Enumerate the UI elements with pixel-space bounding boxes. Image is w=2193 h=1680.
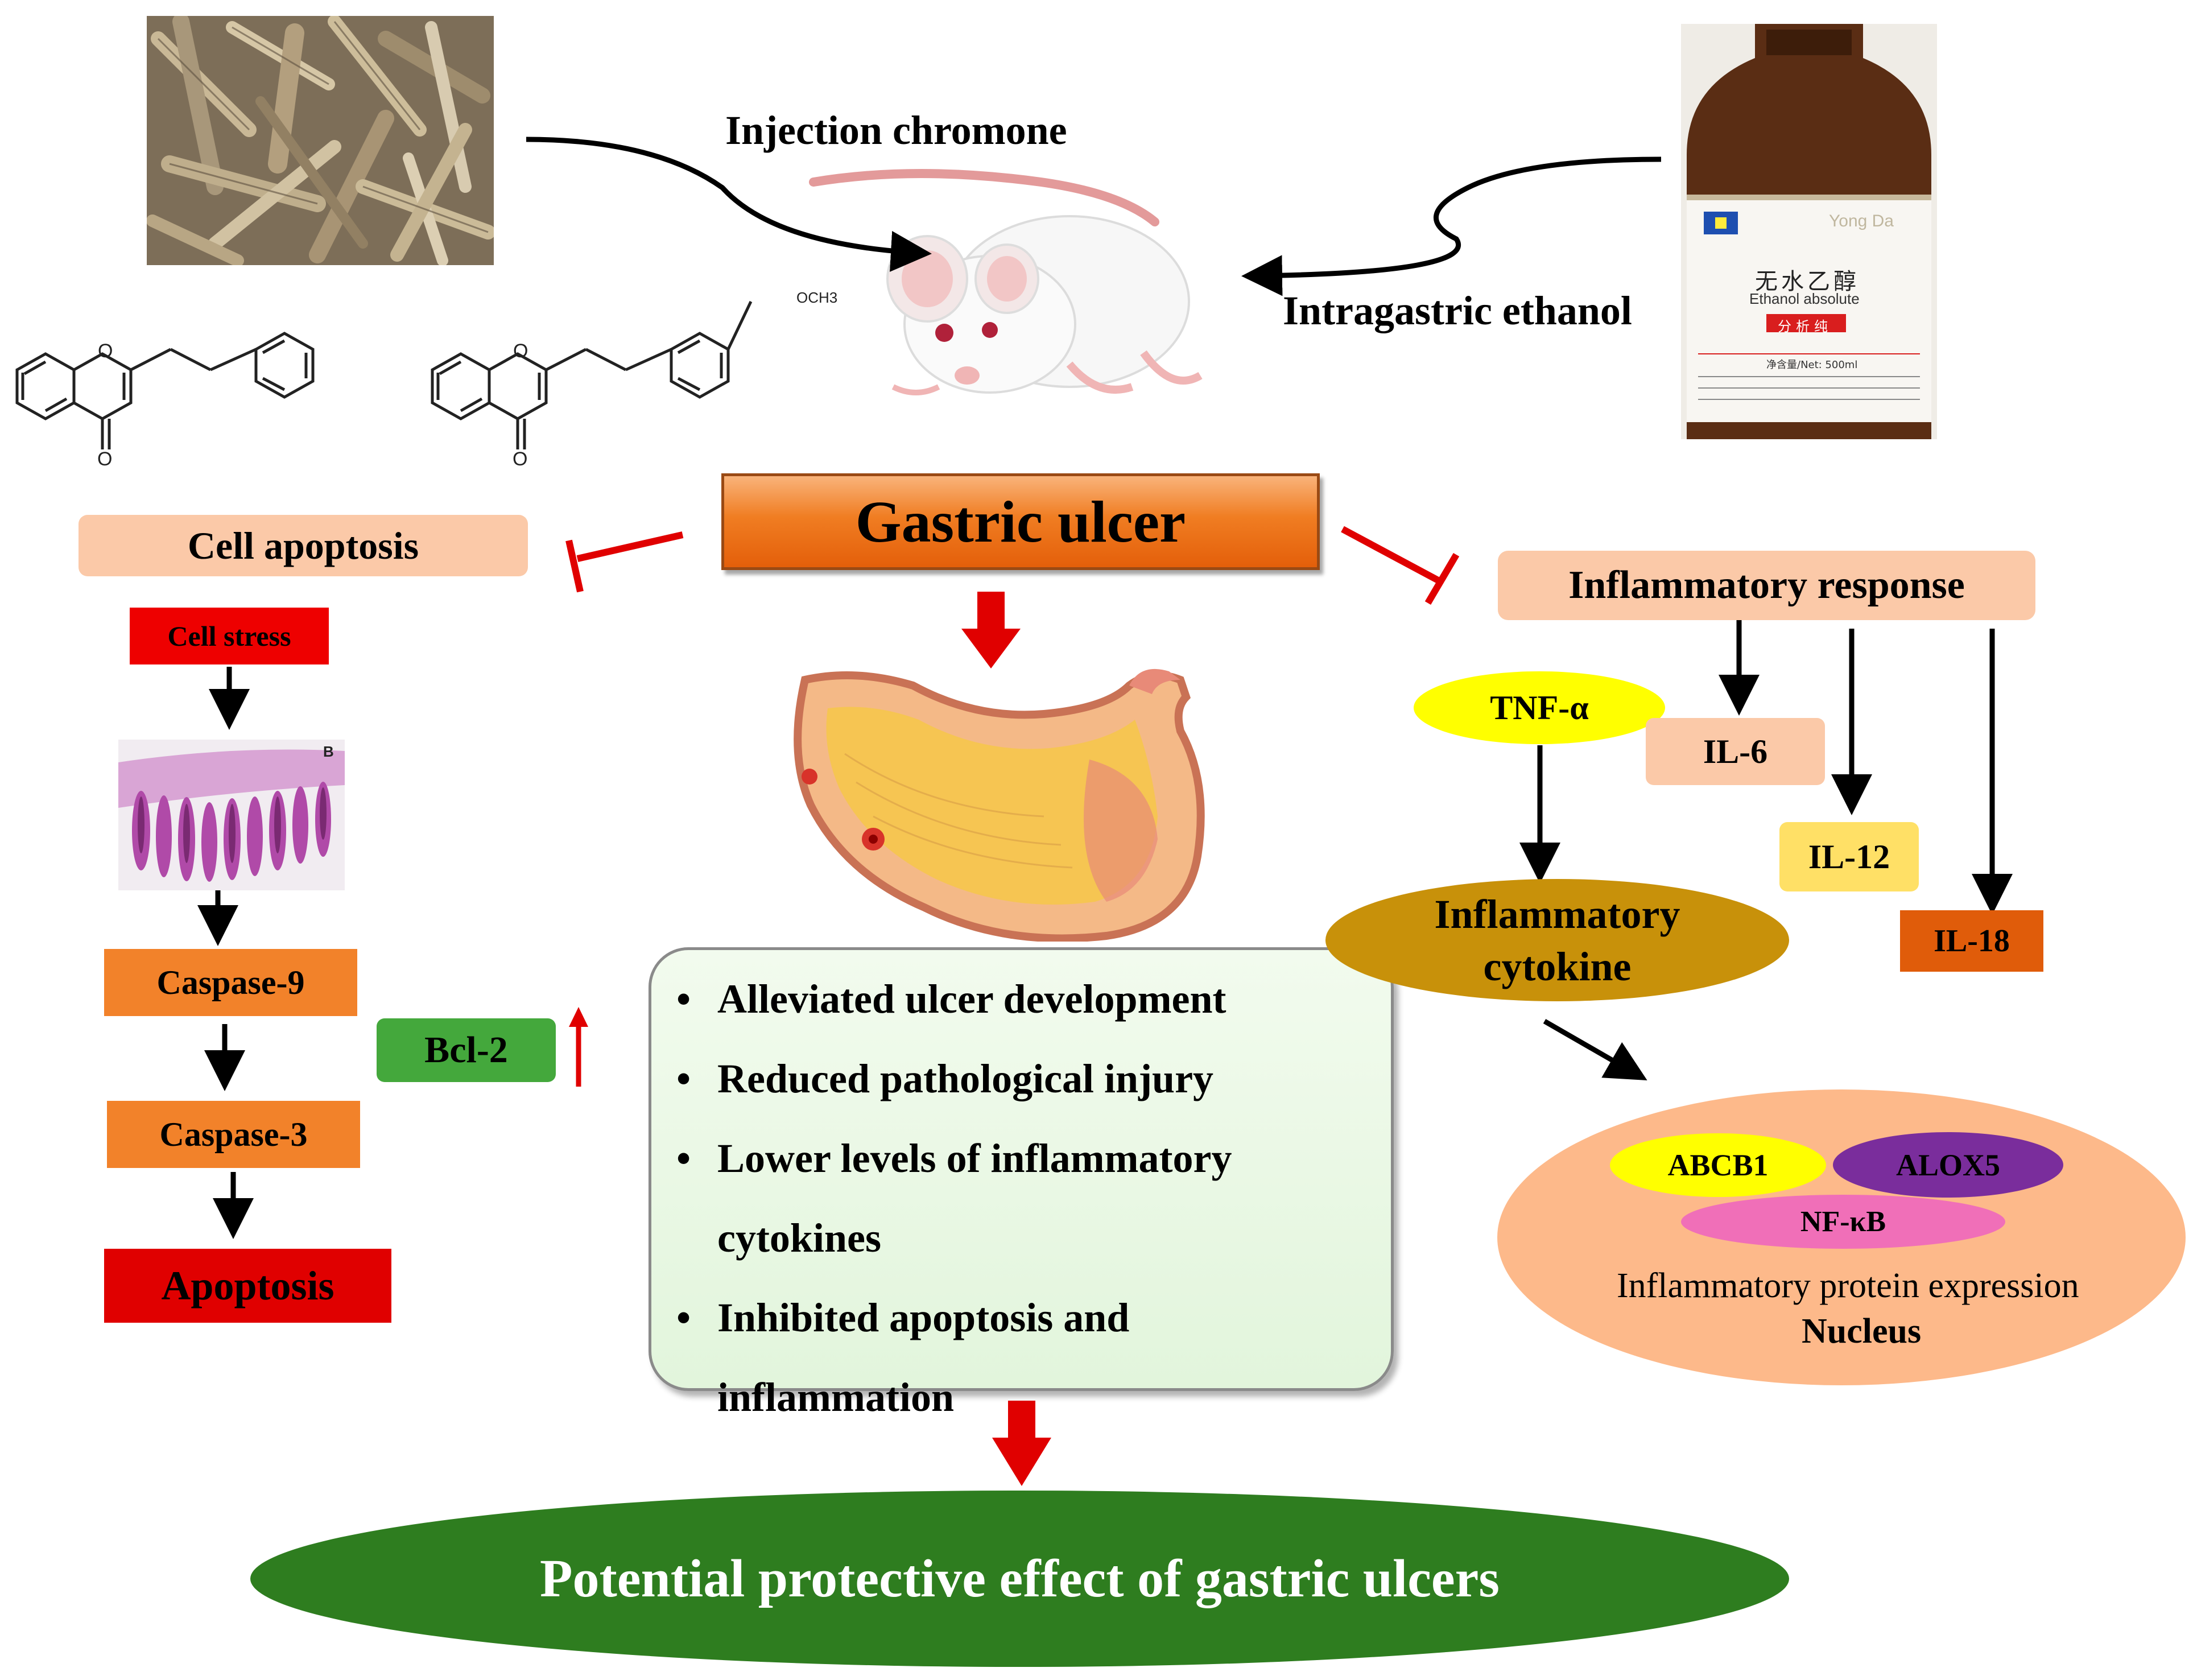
svg-text:O: O [513, 340, 528, 362]
bottle-to-mouse-arrow [1241, 156, 1662, 296]
svg-text:B: B [323, 743, 334, 760]
caspase3-text: Caspase-3 [159, 1115, 308, 1153]
conclusion-text: Potential protective effect of gastric u… [540, 1549, 1500, 1608]
finding-3: Lower levels of inflammatory cytokines [668, 1118, 1368, 1278]
cell-apoptosis-header: Cell apoptosis [79, 515, 528, 576]
nfkb-ellipse: NF-κB [1681, 1195, 2005, 1249]
bcl2-box: Bcl-2 [377, 1018, 556, 1082]
tnf-alpha-ellipse: TNF-α [1414, 671, 1665, 744]
findings-box: Alleviated ulcer development Reduced pat… [649, 947, 1394, 1420]
cell-apoptosis-header-text: Cell apoptosis [187, 523, 419, 567]
intragastric-label: Intragastric ethanol [1283, 288, 1632, 333]
bcl2-text: Bcl-2 [424, 1029, 508, 1071]
tnf-alpha-text: TNF-α [1490, 688, 1589, 727]
bottle-net: 净含量/Net: 500ml [1766, 359, 1858, 371]
herb-photo [147, 16, 494, 265]
il18-box: IL-18 [1900, 910, 2043, 972]
nucleus-expression-text: Inflammatory protein expression [1617, 1266, 2079, 1305]
bottle-brand: Yong Da [1829, 212, 1894, 230]
inhibit-apoptosis [565, 531, 684, 593]
conclusion-ellipse: Potential protective effect of gastric u… [250, 1491, 1789, 1667]
stomach-illustration [788, 668, 1220, 942]
abcb1-ellipse: ABCB1 [1610, 1133, 1826, 1197]
bottle-cn-title: 无水乙醇 [1755, 269, 1860, 295]
finding-1: Alleviated ulcer development [668, 959, 1368, 1039]
inflammatory-response-header: Inflammatory response [1498, 551, 2035, 620]
il18-text: IL-18 [1934, 923, 2010, 959]
apoptosis-text: Apoptosis [161, 1262, 334, 1308]
herb-to-mouse-arrow [526, 137, 932, 272]
cytokine-line1: Inflammatory [1434, 891, 1680, 937]
chromone-structure-2: O O [431, 300, 753, 470]
inflammatory-response-text: Inflammatory response [1568, 563, 1965, 607]
svg-text:O: O [98, 340, 113, 362]
caspase3-box: Caspase-3 [107, 1101, 360, 1168]
apoptosis-box: Apoptosis [104, 1249, 391, 1323]
il6-text: IL-6 [1703, 732, 1768, 770]
il12-text: IL-12 [1808, 837, 1890, 876]
il12-box: IL-12 [1779, 822, 1919, 891]
inhibit-inflammation [1341, 526, 1460, 605]
inflammatory-cytokine-ellipse: Inflammatory cytokine [1325, 879, 1789, 1001]
caspase9-text: Caspase-9 [156, 963, 305, 1001]
finding-2: Reduced pathological injury [668, 1039, 1368, 1118]
gastric-ulcer-title-text: Gastric ulcer [855, 489, 1186, 555]
caspase9-box: Caspase-9 [104, 949, 357, 1016]
svg-text:O: O [513, 448, 527, 470]
histology-micrograph: B [118, 740, 345, 890]
chromone-structure-1: O O [15, 332, 315, 470]
bottle-grade: 分析纯 [1778, 319, 1832, 335]
cell-stress-text: Cell stress [167, 620, 291, 652]
cell-stress-box: Cell stress [130, 608, 329, 664]
nfkb-text: NF-κB [1800, 1206, 1886, 1238]
nucleus-label: Nucleus [1802, 1312, 1922, 1351]
abcb1-text: ABCB1 [1667, 1148, 1769, 1182]
methoxy-label: OCH3 [796, 289, 838, 306]
alox5-ellipse: ALOX5 [1833, 1132, 2063, 1198]
bottle-en-title: Ethanol absolute [1749, 290, 1860, 307]
cytokine-line2: cytokine [1483, 943, 1632, 989]
alox5-text: ALOX5 [1895, 1147, 2000, 1182]
svg-text:O: O [97, 448, 112, 470]
ethanol-bottle-photo: Yong Da 无水乙醇 Ethanol absolute 分析纯 净含量/Ne… [1681, 24, 1937, 439]
finding-4: Inhibited apoptosis and inflammation [668, 1278, 1368, 1437]
injection-label: Injection chromone [725, 108, 1067, 153]
il6-box: IL-6 [1646, 718, 1825, 785]
gastric-ulcer-title: Gastric ulcer [721, 473, 1320, 570]
red-arrow-ulcer-to-stomach [961, 592, 1021, 668]
